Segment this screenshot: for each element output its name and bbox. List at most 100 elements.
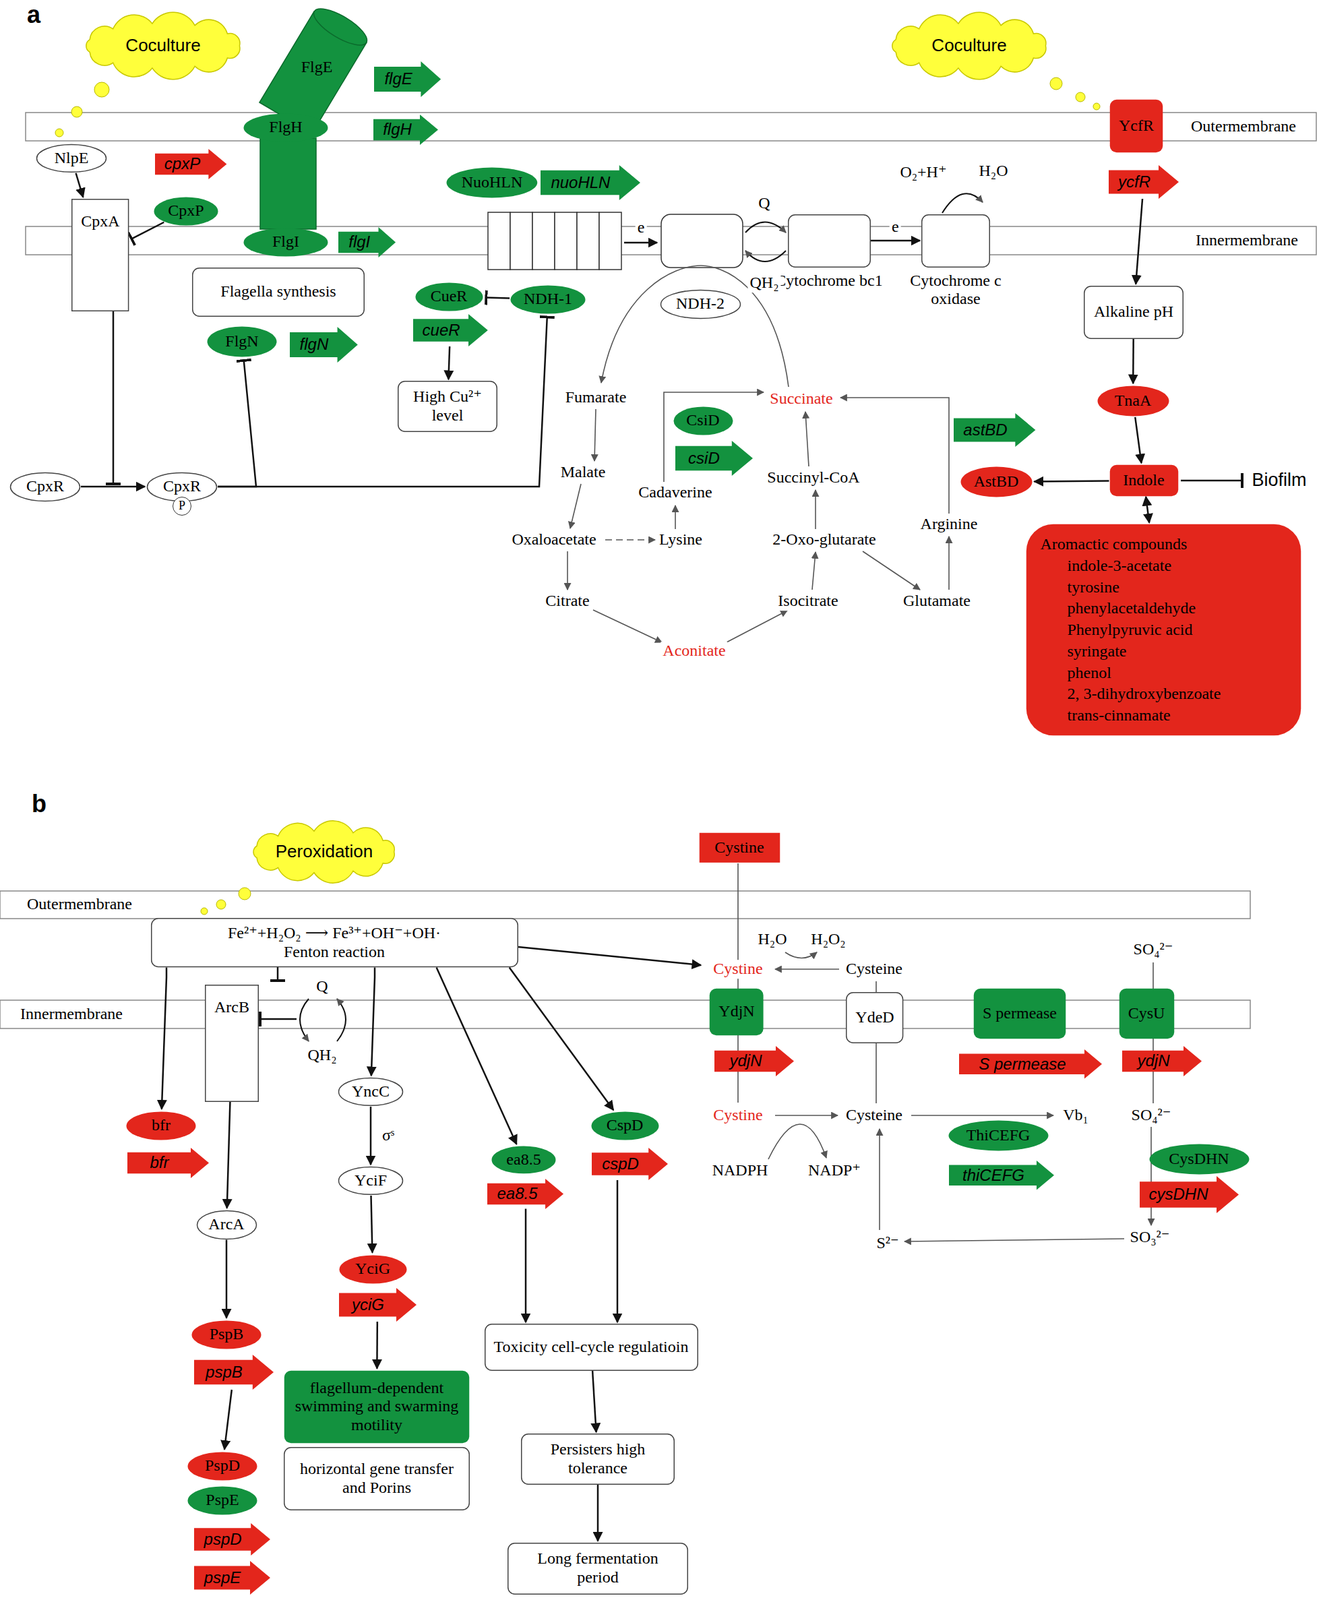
- activation-arrow: [371, 967, 375, 1076]
- protein-ellipse: ThiCEFG: [947, 1119, 1050, 1152]
- process-box: Toxicity cell-cycle regulatioin: [484, 1323, 699, 1371]
- node-text: flgN: [299, 334, 329, 354]
- metabolic-arrow: [566, 551, 569, 590]
- node-body: Fe²⁺+H₂O₂ ⟶ Fe³⁺+OH⁻+OH·Fenton reaction: [150, 917, 519, 968]
- metabolite-label: Aconitate: [660, 641, 728, 661]
- activation-arrow: [224, 1389, 232, 1450]
- node-body: cpxP: [155, 148, 227, 180]
- membrane-protein-box: ArcB: [204, 984, 259, 1102]
- metabolite-label: Cystine: [711, 1106, 765, 1125]
- node-text: CpxR: [163, 477, 201, 497]
- activation-arrow: [1135, 198, 1143, 285]
- node-body: CueR: [414, 281, 484, 313]
- node-text: yciG: [351, 1295, 385, 1315]
- inhibition-line: [217, 360, 257, 487]
- thought-bubble: [1075, 92, 1086, 102]
- node-text: FlgI: [272, 232, 300, 252]
- node-body: FlgI: [242, 227, 329, 258]
- node-body: nuoHLN: [540, 165, 641, 201]
- node-body: High Cu²⁺ level: [397, 380, 498, 433]
- metabolite-label: H₂O₂: [808, 930, 848, 949]
- node-text: ArcB: [214, 998, 250, 1018]
- node-text: Cytochrome c oxidase: [891, 271, 1020, 309]
- node-text: PspE: [205, 1490, 239, 1510]
- metabolic-arrow: [878, 1128, 881, 1231]
- node-text: CpxP: [167, 201, 204, 221]
- node-text: ydjN: [1137, 1051, 1170, 1071]
- node-shape: [921, 214, 991, 268]
- metabolite-label: Q: [314, 977, 330, 997]
- activation-arrow: [376, 1321, 379, 1369]
- protein-ellipse: PspB: [190, 1319, 263, 1350]
- gene-arrow: astBD: [953, 413, 1036, 447]
- metabolic-arrow: [840, 397, 949, 514]
- thought-bubble: [216, 899, 226, 910]
- metabolite-label: Citrate: [543, 591, 592, 611]
- node-body: NDH-1: [509, 284, 587, 315]
- metabolic-arrow: [674, 505, 677, 530]
- node-text: TnaA: [1114, 391, 1152, 411]
- node-text: P: [172, 496, 192, 516]
- node-body: ydjN: [1122, 1046, 1202, 1077]
- node-text: tyrosine: [1040, 576, 1120, 599]
- node-body: flagellum-dependent swimming and swarmin…: [283, 1370, 470, 1444]
- node-text: NDH-1: [523, 289, 573, 309]
- metabolite-label: Lysine: [657, 530, 705, 550]
- metabolic-arrow: [601, 265, 789, 387]
- protein-ellipse: CysDHN: [1148, 1143, 1251, 1176]
- node-text: ea8.5: [506, 1150, 541, 1170]
- node-body: cueR: [413, 314, 488, 347]
- node-text: ydjN: [729, 1051, 762, 1071]
- phospho-protein: CpxRP: [146, 471, 218, 503]
- gene-arrow: flgN: [289, 326, 358, 363]
- node-body: Toxicity cell-cycle regulatioin: [484, 1323, 699, 1371]
- node-body: AstBD: [959, 465, 1034, 499]
- node-body: NlpE: [35, 143, 108, 174]
- process-box: Long fermentation period: [507, 1542, 689, 1595]
- node-text: Aromactic compounds: [1040, 533, 1188, 556]
- panel-letter: a: [24, 0, 43, 29]
- thought-bubble: [55, 77, 1100, 915]
- thought-cloud: Peroxidation: [240, 823, 408, 881]
- metabolic-arrow: [904, 1238, 1125, 1242]
- process-box: Persisters high tolerance: [520, 1433, 675, 1485]
- gene-arrow: yciG: [339, 1287, 417, 1322]
- node-text: bfr: [151, 1116, 171, 1135]
- gene-arrow: pspE: [194, 1560, 271, 1595]
- process-box: S permease: [973, 988, 1067, 1040]
- node-text: CueR: [430, 287, 468, 306]
- node-body: PspB: [190, 1319, 263, 1350]
- node-text: Coculture: [931, 35, 1007, 56]
- protein-ellipse: FlgN: [206, 325, 278, 358]
- gene-arrow: ydjN: [714, 1046, 794, 1077]
- process-box: YdeD: [845, 992, 904, 1044]
- metabolic-arrow: [594, 409, 596, 462]
- node-text: FlgN: [225, 332, 259, 352]
- activation-arrow: [592, 1370, 596, 1433]
- node-text: phenylacetaldehyde: [1040, 597, 1197, 620]
- node-body: Coculture: [72, 15, 255, 77]
- node-body: CspD: [590, 1110, 660, 1142]
- node-body: Peroxidation: [240, 823, 408, 881]
- gene-arrow: csiD: [675, 440, 753, 476]
- protein-ellipse: PspE: [186, 1485, 259, 1516]
- activation-arrow: [370, 1106, 373, 1165]
- gene-arrow: flgE: [374, 61, 441, 98]
- pathway-line: [942, 193, 983, 213]
- membrane-complex: [554, 212, 577, 270]
- node-text: Persisters high tolerance: [530, 1440, 666, 1478]
- gene-arrow: ycfR: [1108, 165, 1179, 199]
- metabolite-label: H₂O: [976, 161, 1010, 181]
- protein-ellipse: CspD: [590, 1110, 660, 1142]
- node-text: cueR: [422, 320, 461, 340]
- pathway-line: [745, 222, 786, 234]
- thought-cloud: Coculture: [878, 15, 1061, 77]
- node-body: ThiCEFG: [947, 1119, 1050, 1152]
- node-body: S permease: [959, 1049, 1102, 1079]
- node-text: phenol: [1040, 662, 1112, 685]
- node-body: [921, 214, 991, 268]
- membrane-complex: [510, 212, 533, 270]
- node-text: indole-3-acetate: [1040, 555, 1173, 577]
- metabolic-arrow: [862, 551, 920, 590]
